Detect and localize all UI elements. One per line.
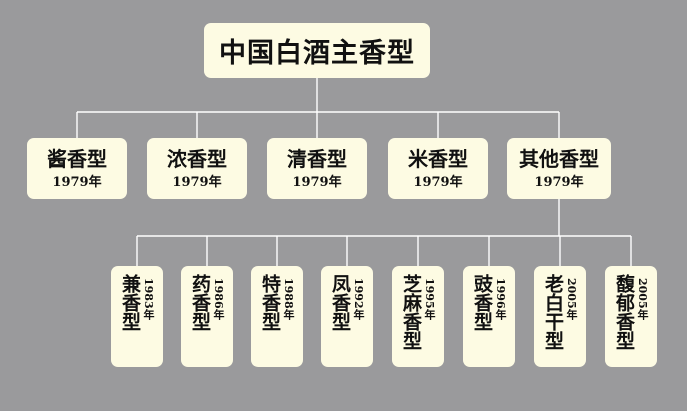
leaf-node-chixiang: 豉香型 1996年 xyxy=(463,266,515,367)
leaf-node-fengxiang: 凤香型 1992年 xyxy=(321,266,373,367)
leaf-node-texiang: 特香型 1988年 xyxy=(251,266,303,367)
root-label: 中国白酒主香型 xyxy=(219,38,415,69)
category-year: 1979年 xyxy=(52,174,102,190)
leaf-node-yaoxiang: 药香型 1986年 xyxy=(181,266,233,367)
category-name: 其他香型 xyxy=(519,146,599,171)
category-node-qingxiang: 清香型 1979年 xyxy=(267,138,367,199)
category-year: 1979年 xyxy=(534,174,584,190)
leaf-year: 2005年 xyxy=(565,278,578,320)
category-node-nongxiang: 浓香型 1979年 xyxy=(147,138,247,199)
leaf-name: 老白干型 xyxy=(542,274,564,350)
leaf-name: 特香型 xyxy=(259,274,281,331)
category-year: 1979年 xyxy=(413,174,463,190)
leaf-year: 1992年 xyxy=(352,278,365,320)
leaf-year: 1995年 xyxy=(423,278,436,320)
category-node-mixiang: 米香型 1979年 xyxy=(388,138,488,199)
category-name: 米香型 xyxy=(408,146,468,171)
leaf-node-laobaigan: 老白干型 2005年 xyxy=(534,266,586,367)
leaf-year: 1996年 xyxy=(494,278,507,320)
leaf-node-zhimaxiang: 芝麻香型 1995年 xyxy=(392,266,444,367)
leaf-year: 1986年 xyxy=(212,278,225,320)
leaf-node-fuyuxiang: 馥郁香型 2005年 xyxy=(605,266,657,367)
category-node-jiangxiang: 酱香型 1979年 xyxy=(27,138,127,199)
leaf-name: 药香型 xyxy=(189,274,211,331)
category-name: 清香型 xyxy=(287,146,347,171)
leaf-name: 馥郁香型 xyxy=(613,274,635,350)
leaf-node-jianxiang: 兼香型 1983年 xyxy=(111,266,163,367)
category-node-qitaxiang: 其他香型 1979年 xyxy=(507,138,611,199)
leaf-name: 凤香型 xyxy=(329,274,351,331)
leaf-name: 芝麻香型 xyxy=(400,274,422,350)
category-year: 1979年 xyxy=(292,174,342,190)
leaf-year: 1988年 xyxy=(282,278,295,320)
category-name: 酱香型 xyxy=(47,146,107,171)
leaf-year: 2005年 xyxy=(636,278,649,320)
category-year: 1979年 xyxy=(172,174,222,190)
leaf-year: 1983年 xyxy=(142,278,155,320)
leaf-name: 豉香型 xyxy=(471,274,493,331)
root-node: 中国白酒主香型 xyxy=(204,23,430,78)
category-name: 浓香型 xyxy=(167,146,227,171)
leaf-name: 兼香型 xyxy=(119,274,141,331)
